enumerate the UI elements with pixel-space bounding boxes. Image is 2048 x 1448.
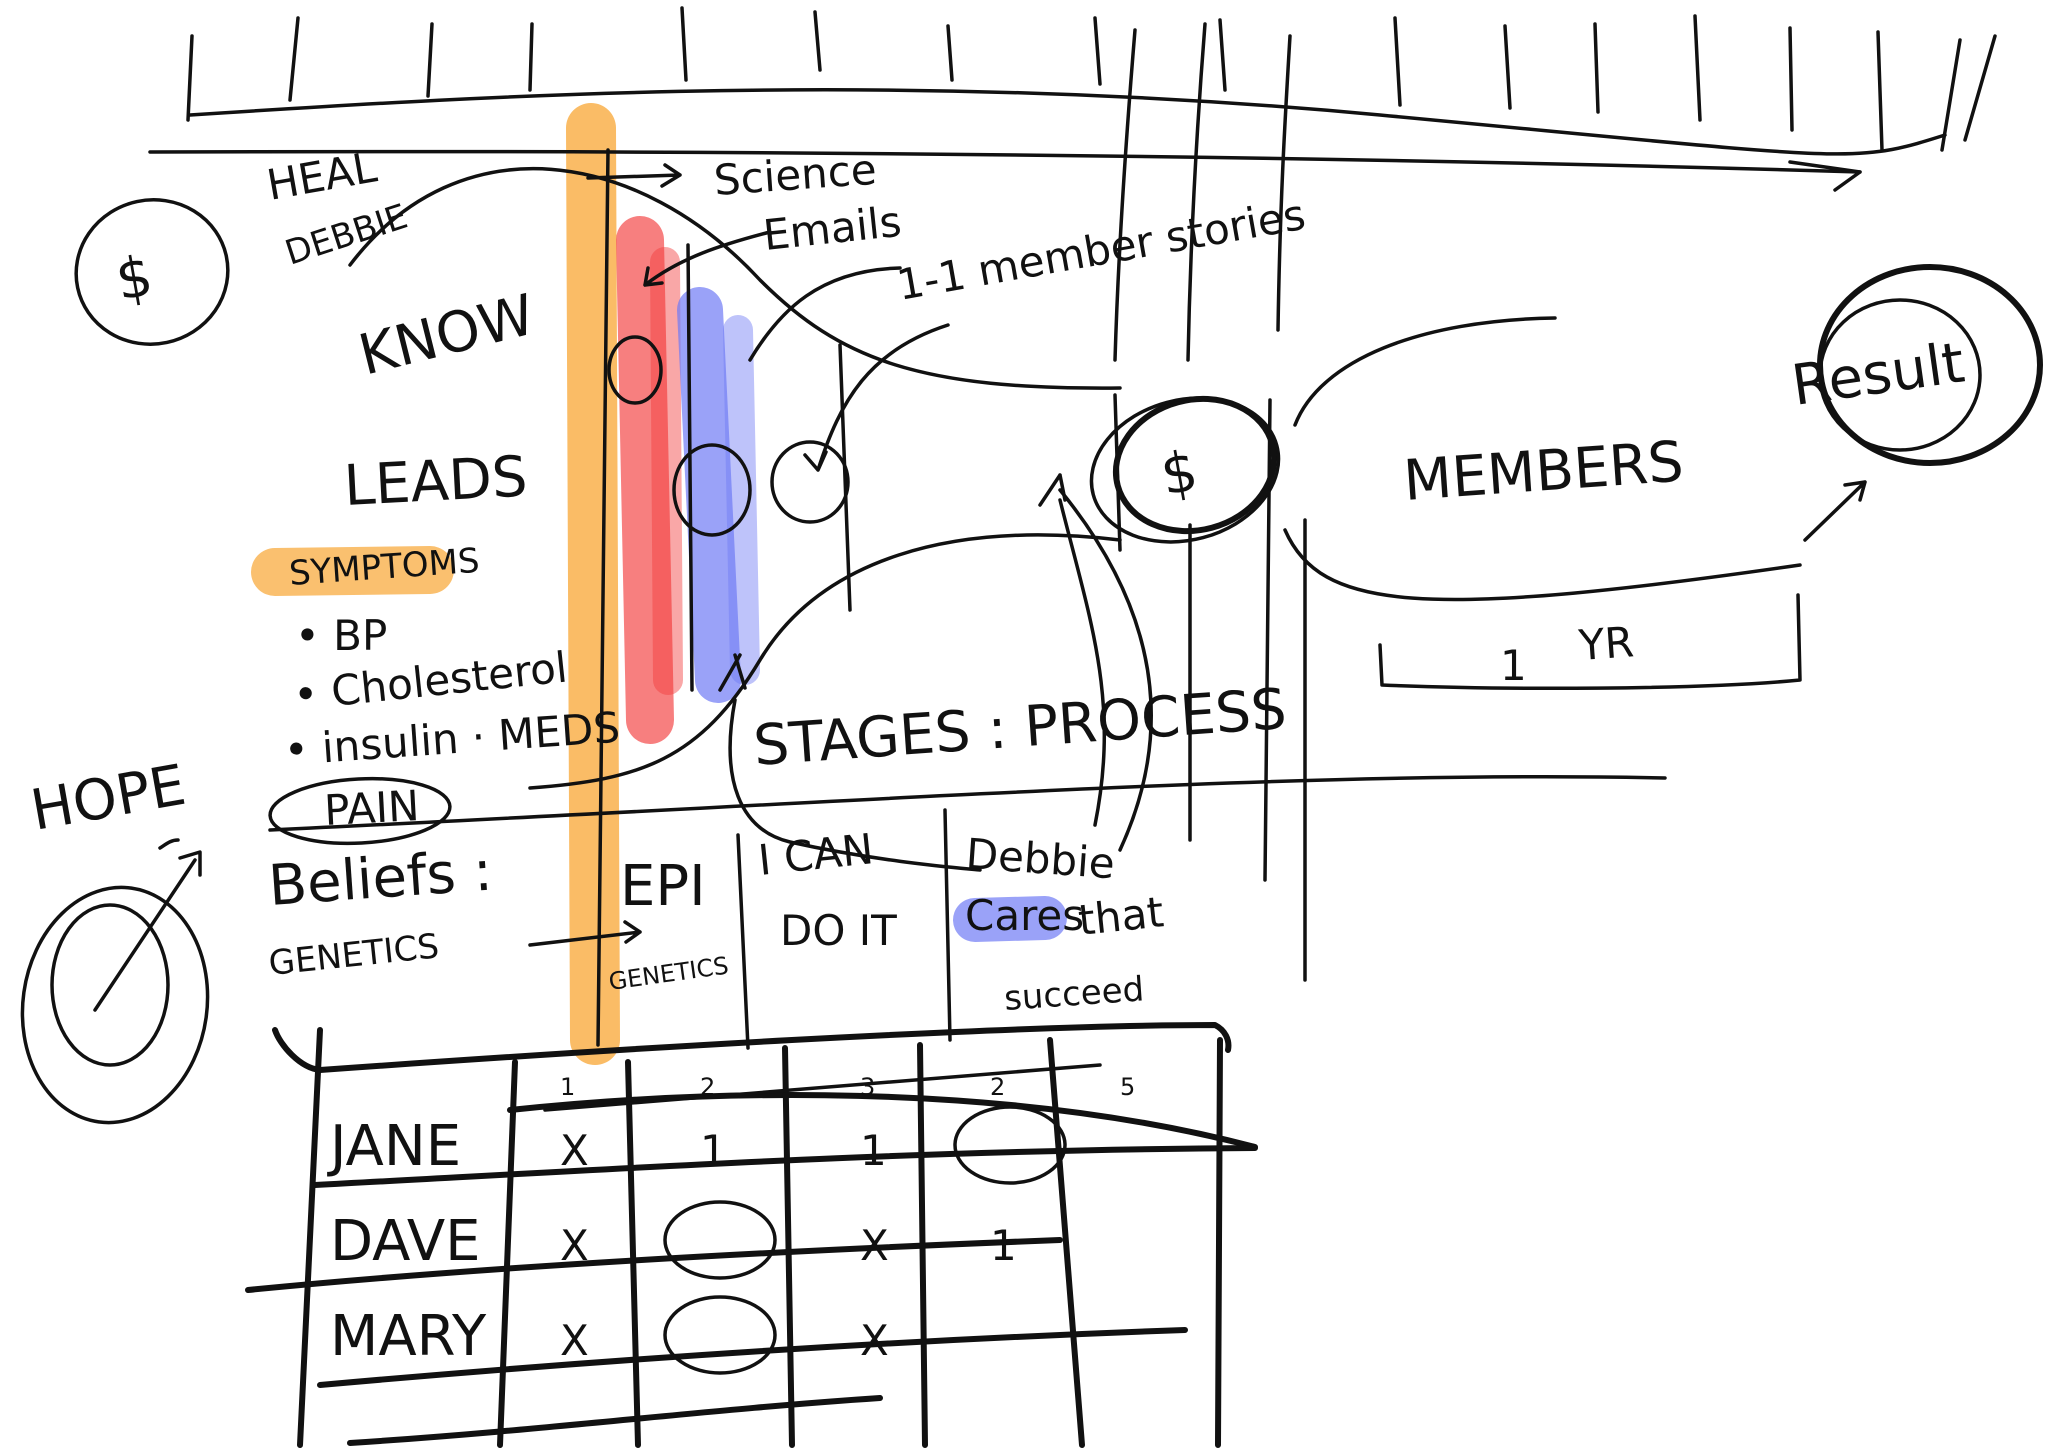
science-label: Science (712, 145, 878, 205)
dollar-center-circle (1112, 395, 1278, 535)
grid-column-header: 2 (700, 1073, 715, 1101)
timeline (148, 6, 1997, 192)
result-circle-inner (1818, 298, 1982, 452)
grid-cell-mark: 1 (990, 1221, 1017, 1270)
grid-cell-mark: X (860, 1221, 889, 1270)
grid-column-header: 1 (560, 1073, 575, 1101)
grid-cell-mark: 1 (860, 1126, 887, 1175)
yr-bracket (1378, 593, 1802, 691)
grid-column-header: 5 (1120, 1073, 1135, 1101)
grid-cell-mark: X (560, 1316, 589, 1365)
beliefs-label: Beliefs : (266, 838, 494, 918)
grid-row-name: DAVE (330, 1209, 481, 1274)
epi-label: EPI (620, 854, 706, 919)
grid-cell-circle (953, 1105, 1067, 1185)
dollar-center-circle-2 (1089, 396, 1281, 544)
red-highlight-bar-inner (650, 247, 683, 695)
leads-label: LEADS (342, 444, 529, 519)
hope-target-outer (20, 885, 210, 1125)
members-label: MEMBERS (1401, 430, 1685, 514)
emails-label: Emails (761, 197, 904, 260)
pain-label: PAIN (323, 781, 421, 835)
grid-cell-mark: X (860, 1316, 889, 1365)
dollar-left-icon: $ (111, 244, 157, 314)
hope-label: HOPE (26, 753, 190, 844)
that-label: that (1076, 887, 1166, 945)
bp-label: • BP (295, 611, 387, 660)
pain-circle (268, 776, 452, 846)
grid-row-name: MARY (330, 1304, 487, 1369)
grid-cell-mark: X (560, 1126, 589, 1175)
yr-one-label: 1 (1500, 641, 1527, 690)
debbie-cares-label: Debbie (964, 829, 1116, 888)
know-red-circle (607, 335, 663, 405)
member-circle (770, 440, 850, 524)
red-highlight-bar (616, 216, 674, 744)
debbie-label: DEBBIE (280, 197, 412, 274)
timeline-arrow-line (148, 149, 1862, 174)
highlights (251, 103, 1067, 1065)
grid-row-name: JANE (327, 1114, 461, 1179)
dollar-left-circle (74, 198, 230, 346)
hope-target-arrow (93, 850, 202, 1012)
orange-highlight-bar (566, 103, 620, 1065)
genetics-left-label: GENETICS (267, 926, 441, 984)
grid-cell-circle (663, 1200, 777, 1280)
blue-highlight-bar (677, 287, 741, 703)
timeline-axis (188, 88, 1947, 156)
grid-column-header: 3 (860, 1073, 875, 1101)
result-label: Result (1788, 330, 1968, 418)
do-it-label: DO IT (780, 906, 897, 955)
know-label: KNOW (353, 282, 541, 388)
grid-column-header: 2 (990, 1073, 1005, 1101)
symptoms-highlight (251, 546, 454, 596)
genetics-epi-label: GENETICS (607, 951, 730, 996)
grid-cell-mark: 1 (700, 1126, 727, 1175)
stages-process-label: STAGES : PROCESS (751, 677, 1288, 779)
stage-dividers (596, 22, 1307, 1050)
grid-cell-circle (663, 1295, 777, 1375)
one-to-one-label: 1-1 member stories (893, 190, 1309, 310)
succeed-label: succeed (1003, 969, 1146, 1019)
blue-highlight-bar-outer (723, 315, 760, 685)
hope-target-inner (50, 903, 170, 1067)
cares-label: Cares (965, 891, 1084, 940)
yr-label: YR (1576, 617, 1635, 670)
members-bracket-bottom (1283, 528, 1802, 602)
members-bracket (1293, 316, 1557, 427)
scoring-grid (245, 1022, 1258, 1448)
dollar-center-icon: $ (1156, 439, 1202, 509)
circles (20, 198, 2043, 1125)
i-can-label: I CAN (756, 824, 876, 885)
blue-circle (672, 443, 752, 537)
cares-highlight (953, 896, 1067, 942)
funnel (268, 166, 1667, 872)
grid-cell-mark: X (560, 1221, 589, 1270)
